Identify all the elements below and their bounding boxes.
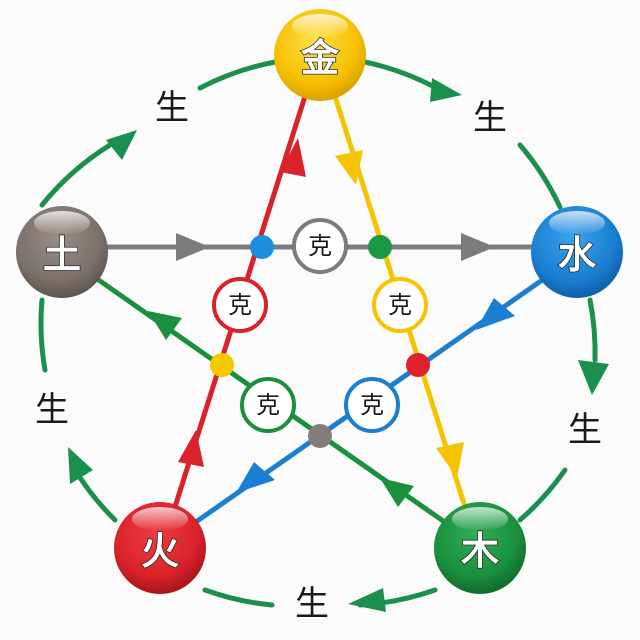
- ke-label: 克: [308, 232, 332, 260]
- ke-arrowheads: [148, 138, 515, 507]
- sheng-arrowheads: [68, 78, 609, 612]
- blue-arrow-down-left-icon: [476, 298, 515, 330]
- sheng-label: 生: [155, 88, 189, 128]
- intersection-dot-yellow: [210, 353, 234, 377]
- ke-badge-green: 克: [240, 377, 296, 433]
- arrow-up-left-icon-2: [68, 447, 93, 484]
- arrow-up-left-icon: [106, 130, 137, 160]
- ke-label: 克: [256, 391, 280, 419]
- node-wood-label: 木: [461, 529, 499, 573]
- ke-label: 克: [388, 291, 412, 319]
- ke-label: 克: [360, 391, 384, 419]
- yellow-arrow-down-icon-2: [436, 442, 464, 478]
- red-arrow-up-icon-2: [178, 430, 204, 467]
- red-arrow-up-icon: [280, 138, 306, 177]
- intersection-dot-gray: [308, 424, 332, 448]
- node-metal: 金: [274, 9, 366, 101]
- arrow-right-icon: [430, 78, 462, 102]
- sheng-labels: 生 生 生 生 生: [35, 88, 602, 624]
- sheng-cycle: [38, 59, 598, 608]
- ke-badge-blue: 克: [344, 377, 400, 433]
- gray-arrow-right-icon: [176, 233, 210, 261]
- ke-badge-gray: 克: [292, 218, 348, 274]
- intersection-dot-green: [368, 235, 392, 259]
- node-wood: 木: [434, 502, 526, 594]
- sheng-label: 生: [295, 584, 329, 624]
- arc-wood-to-fire-2: [202, 587, 275, 608]
- intersection-dot-blue: [250, 235, 274, 259]
- node-fire-label: 火: [141, 529, 179, 573]
- blue-arrow-down-left-icon-2: [236, 462, 275, 493]
- arc-metal-to-water-2: [517, 142, 563, 210]
- sheng-label: 生: [473, 98, 507, 138]
- intersection-dots: [210, 235, 430, 448]
- node-water-label: 水: [558, 233, 597, 277]
- green-arrow-up-left-icon: [148, 311, 182, 340]
- sheng-label: 生: [568, 410, 602, 450]
- arrow-left-icon: [348, 588, 386, 612]
- arc-metal-to-water: [362, 59, 443, 93]
- intersection-dot-red: [406, 353, 430, 377]
- arc-earth-to-metal: [39, 142, 113, 208]
- ke-badge-red: 克: [212, 277, 268, 333]
- node-water: 水: [531, 206, 623, 298]
- arc-water-to-wood: [587, 297, 598, 363]
- ke-badges: 克 克 克 克 克: [212, 218, 428, 433]
- node-earth-label: 土: [43, 233, 81, 277]
- arc-earth-to-metal-2: [197, 59, 278, 91]
- node-fire: 火: [114, 502, 206, 594]
- sheng-label: 生: [35, 390, 69, 430]
- arc-fire-to-earth-2: [38, 297, 48, 373]
- arrow-down-icon: [578, 360, 609, 395]
- gray-arrow-right-icon-2: [461, 233, 495, 261]
- node-metal-label: 金: [300, 36, 340, 80]
- element-nodes: 金 水 木 火 土: [16, 9, 623, 594]
- ke-label: 克: [228, 291, 252, 319]
- ke-badge-yellow: 克: [372, 277, 428, 333]
- yellow-arrow-down-icon: [335, 150, 363, 185]
- node-earth: 土: [16, 206, 108, 298]
- green-arrow-up-left-icon-2: [380, 478, 414, 507]
- arc-water-to-wood-2: [517, 467, 568, 523]
- ke-lines: [90, 87, 551, 527]
